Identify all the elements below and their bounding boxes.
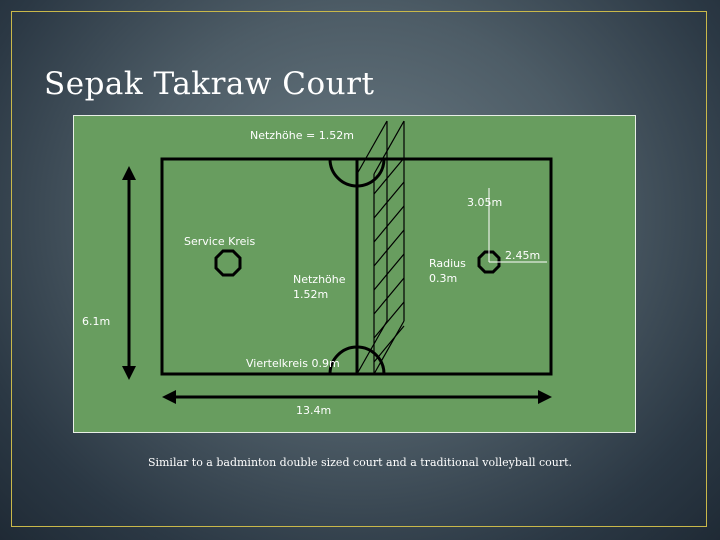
quarter-circle-label: Viertelkreis 0.9m	[246, 357, 340, 370]
net-height-label-line1: Netzhöhe	[293, 273, 346, 286]
service-circle-right	[477, 250, 501, 274]
width-arrow-head-bottom	[122, 366, 136, 380]
distance-label: 3.05m	[467, 196, 502, 209]
net	[356, 120, 405, 375]
length-arrow-head-right	[538, 390, 552, 404]
slide-frame	[11, 11, 707, 527]
length-arrow-head-left	[162, 390, 176, 404]
quarter-circle-bottom	[328, 345, 386, 375]
radius-label-line2: 0.3m	[429, 272, 457, 285]
court-diagram-svg: Netzhöhe = 1.52m Service Kreis Netzhöhe …	[82, 120, 553, 417]
net-height-label-line2: 1.52m	[293, 288, 328, 301]
net-height-top-label: Netzhöhe = 1.52m	[250, 129, 354, 142]
radius-label-line1: Radius	[429, 257, 466, 270]
length-label: 13.4m	[296, 404, 331, 417]
service-circle-label: Service Kreis	[184, 235, 255, 248]
service-circle-left	[214, 249, 242, 277]
slide-caption: Similar to a badminton double sized cour…	[147, 456, 573, 469]
width-label: 6.1m	[82, 315, 110, 328]
court-diagram: Netzhöhe = 1.52m Service Kreis Netzhöhe …	[73, 115, 636, 433]
slide-title: Sepak Takraw Court	[44, 66, 375, 102]
quarter-circle-top	[328, 158, 386, 188]
offset-label: 2.45m	[505, 249, 540, 262]
width-arrow-head-top	[122, 166, 136, 180]
